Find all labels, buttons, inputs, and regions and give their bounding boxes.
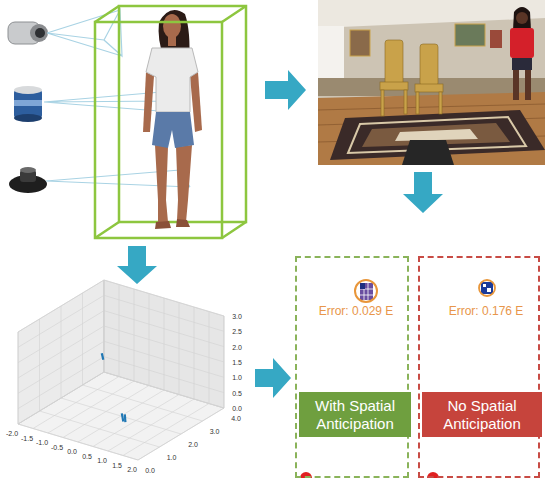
grid-line bbox=[18, 326, 104, 378]
grid-line bbox=[104, 372, 224, 408]
axis-tick: 2.5 bbox=[232, 328, 242, 335]
data-point bbox=[122, 413, 124, 421]
grid-line bbox=[18, 295, 104, 347]
grid-line bbox=[18, 280, 104, 332]
bounding-box bbox=[95, 6, 246, 238]
grid-line bbox=[61, 398, 181, 434]
method-label: With Spatial Anticipation bbox=[299, 397, 411, 432]
method-label: No Spatial Anticipation bbox=[422, 397, 542, 432]
grid-line bbox=[104, 326, 224, 362]
axis-tick: 2.0 bbox=[127, 466, 137, 473]
result-panel: Error: 0.176 E No Spatial Anticipation bbox=[418, 256, 540, 478]
error-value: Error: 0.176 E bbox=[438, 304, 534, 318]
label-band: No Spatial Anticipation bbox=[422, 392, 542, 437]
axis-tick: 0.0 bbox=[232, 405, 242, 412]
axis-tick: 3.0 bbox=[210, 428, 220, 435]
prediction-icon bbox=[479, 280, 495, 296]
grid-line bbox=[104, 372, 224, 408]
grid-line bbox=[104, 280, 224, 316]
grid-line bbox=[104, 341, 224, 377]
scene-render bbox=[318, 0, 545, 165]
error-value: Error: 0.029 E bbox=[309, 304, 403, 318]
axis-tick: -2.0 bbox=[6, 430, 18, 437]
camera-sensor bbox=[8, 22, 48, 44]
axis-tick: 4.0 bbox=[231, 415, 241, 422]
prediction-icon bbox=[355, 280, 377, 302]
axis-tick: 1.5 bbox=[232, 359, 242, 366]
result-panel: Error: 0.029 E With Spatial Anticipation bbox=[295, 256, 409, 478]
lidar-sensor bbox=[14, 86, 42, 122]
plot-pane bbox=[104, 280, 224, 408]
label-band: With Spatial Anticipation bbox=[299, 392, 411, 437]
grid-line bbox=[40, 411, 160, 447]
robot-sensor bbox=[9, 167, 47, 193]
axis-tick: 2.0 bbox=[188, 441, 198, 448]
axis-tick: 1.5 bbox=[112, 461, 122, 468]
axis-tick: 1.0 bbox=[232, 374, 242, 381]
bounding-box bbox=[119, 6, 246, 222]
grid-line bbox=[18, 341, 104, 393]
grid-line bbox=[104, 311, 224, 347]
axis-tick: -1.0 bbox=[36, 439, 48, 446]
axis-tick: 2.0 bbox=[232, 343, 242, 350]
axis-tick: 3.0 bbox=[232, 313, 242, 320]
axis-tick: -0.5 bbox=[51, 443, 63, 450]
grid-line bbox=[18, 424, 138, 460]
grid-line bbox=[104, 295, 224, 331]
grid-line bbox=[83, 385, 203, 421]
data-point bbox=[102, 353, 104, 360]
axis-tick: 1.0 bbox=[97, 457, 107, 464]
plot-pane bbox=[18, 280, 104, 424]
axis-tick: 0.0 bbox=[67, 448, 77, 455]
person-figure bbox=[143, 10, 202, 229]
axis-tick: 0.0 bbox=[145, 467, 155, 474]
grid-line bbox=[18, 357, 104, 409]
axis-tick: 1.0 bbox=[167, 454, 177, 461]
grid-line bbox=[104, 357, 224, 393]
grid-line bbox=[18, 372, 104, 424]
axis-tick: -1.5 bbox=[21, 434, 33, 441]
data-point bbox=[124, 414, 127, 422]
axis-tick: 0.5 bbox=[82, 452, 92, 459]
axis-tick: 0.5 bbox=[232, 389, 242, 396]
grid-line bbox=[18, 311, 104, 363]
